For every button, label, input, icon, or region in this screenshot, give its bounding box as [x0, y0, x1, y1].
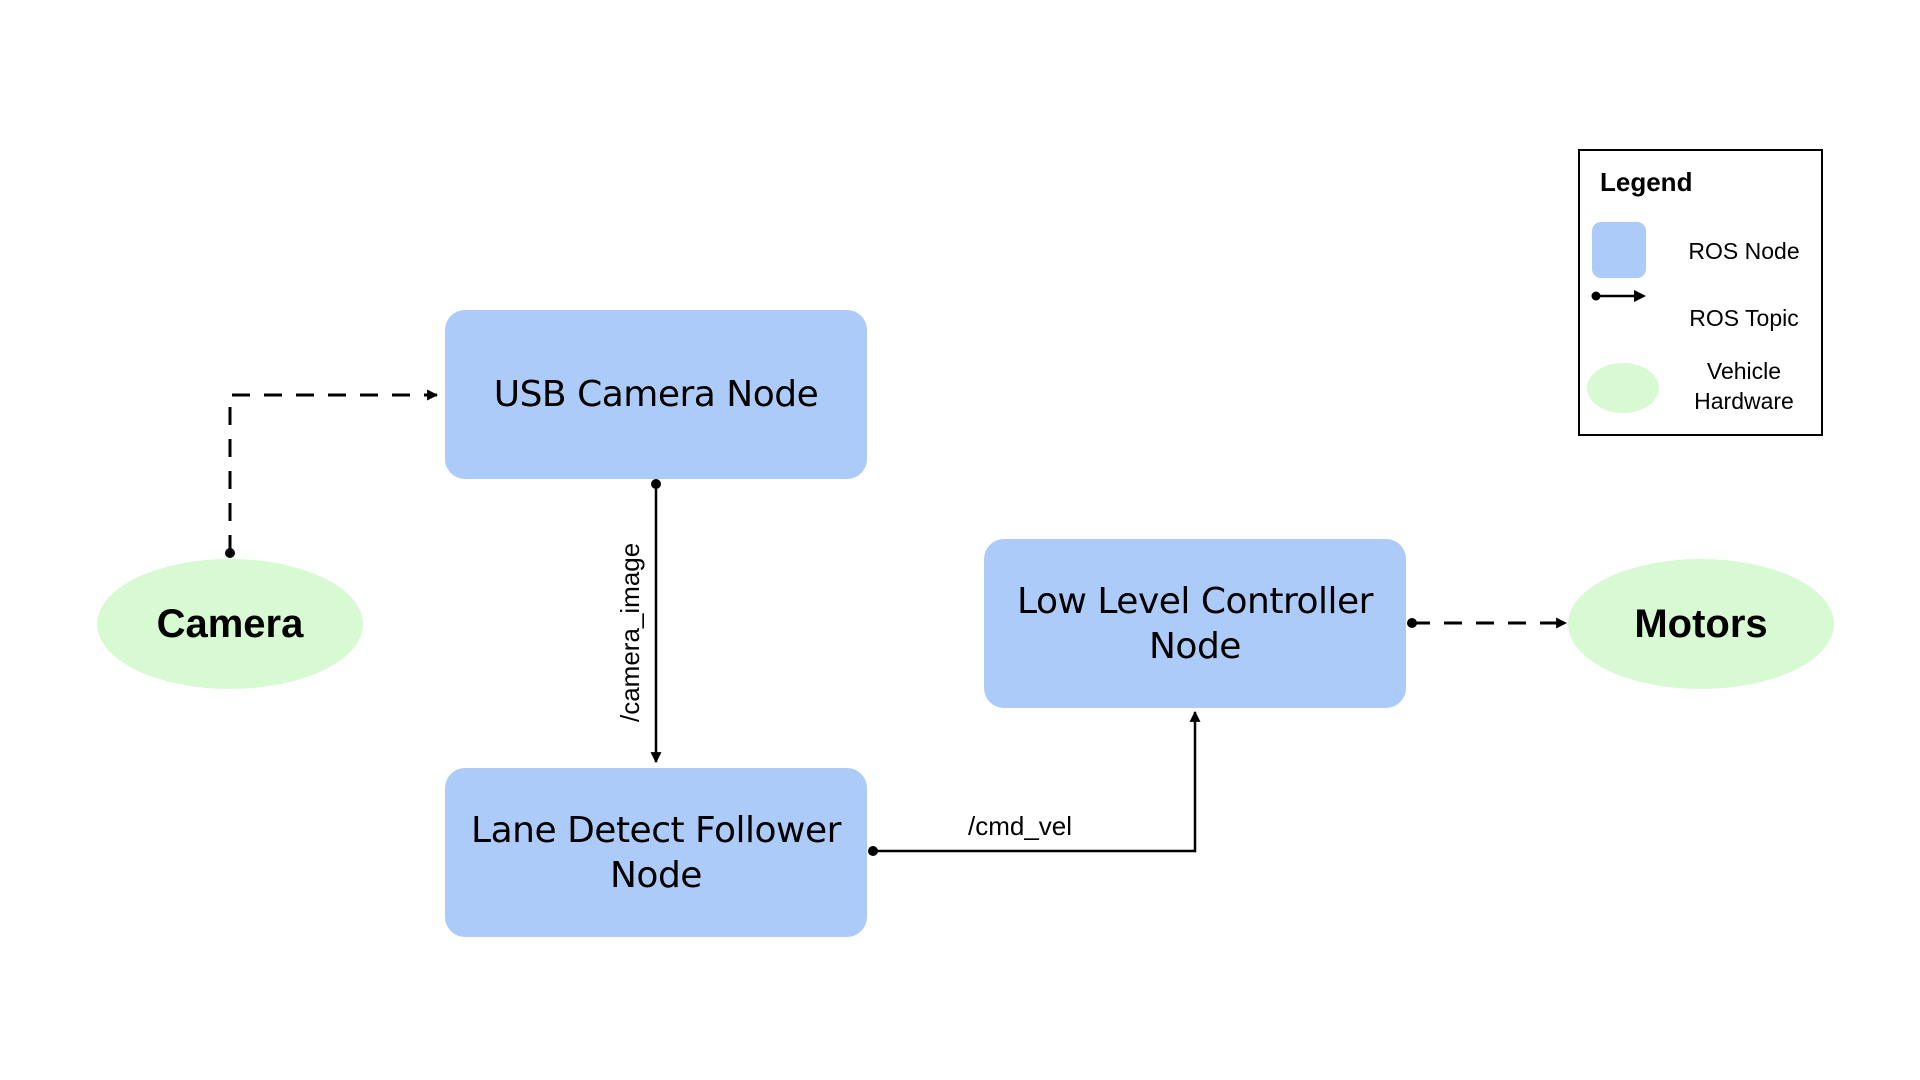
camera-hardware: Camera [97, 559, 363, 689]
cmd-vel-topic-label: /cmd_vel [968, 811, 1073, 841]
camera-hardware-label: Camera [156, 601, 304, 646]
usb-camera-node-label: USB Camera Node [493, 374, 819, 415]
low-level-controller-node: Low Level Controller Node [984, 539, 1406, 708]
usb-camera-node: USB Camera Node [445, 310, 867, 479]
legend-vehicle-hardware-swatch [1587, 363, 1659, 413]
legend-title: Legend [1600, 167, 1693, 197]
legend-vehicle-hardware-label: Vehicle Hardware [1694, 358, 1794, 414]
edge-camera-image-topic [650, 479, 662, 764]
legend: Legend ROS Node ROS Topic Vehicle Hardwa… [1578, 149, 1823, 436]
legend-ros-node-label: ROS Node [1688, 238, 1800, 264]
low-level-controller-node-label: Low Level Controller Node [1017, 580, 1373, 667]
edge-controller-to-motors [1407, 617, 1568, 629]
motors-hardware-label: Motors [1634, 601, 1768, 646]
legend-ros-topic-arrow-icon [1591, 290, 1646, 302]
camera-image-topic-label: /camera_image [615, 542, 645, 722]
edge-camera-to-usb-camera-node [225, 389, 439, 558]
edge-cmd-vel-topic [868, 710, 1201, 856]
legend-ros-topic-label: ROS Topic [1689, 305, 1799, 331]
legend-ros-node-swatch [1592, 222, 1646, 278]
lane-detect-follower-node-label: Lane Detect Follower Node [471, 809, 841, 896]
lane-detect-follower-node: Lane Detect Follower Node [445, 768, 867, 937]
motors-hardware: Motors [1568, 559, 1834, 689]
